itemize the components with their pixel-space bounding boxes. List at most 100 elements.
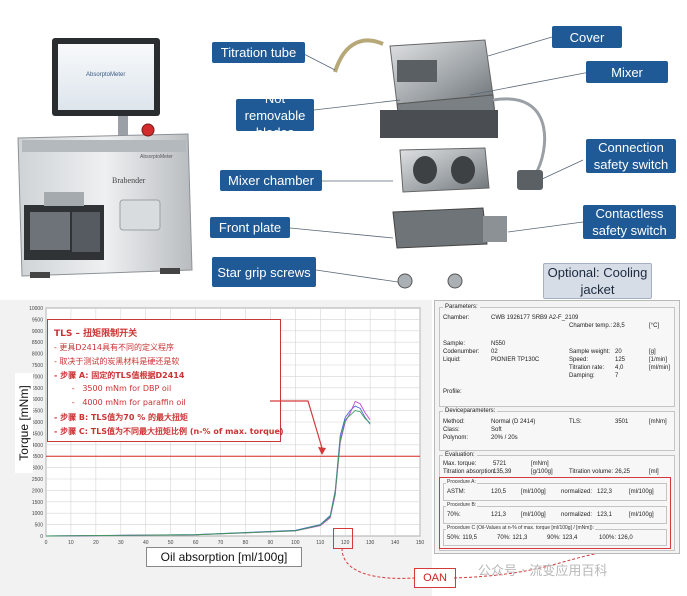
- procedure-c-value-70: 70%: 121,3: [497, 535, 528, 541]
- procedure-b-norm-unit: [ml/100g]: [629, 512, 654, 518]
- x-tick-label: 150: [416, 540, 425, 546]
- x-tick-label: 20: [93, 540, 99, 546]
- x-tick-label: 10: [68, 540, 74, 546]
- y-tick-label: 6500: [32, 386, 43, 392]
- titration-rate-label: Titration rate:: [569, 365, 605, 371]
- callout-front-plate: Front plate: [210, 217, 290, 238]
- x-tick-label: 80: [243, 540, 249, 546]
- watermark-text: 公众号 · 流变应用百科: [478, 564, 608, 579]
- callout-not-removable-blades: Not removable blades: [236, 91, 314, 140]
- callout-titration-tube: Titration tube: [212, 42, 305, 63]
- callout-star-grip-screws: Star grip screws: [212, 257, 316, 287]
- tls-note-line-6: - 步骤 B: TLS值为70 % 的最大扭矩: [54, 413, 189, 422]
- screen-brand-text: AbsorptoMeter: [86, 72, 126, 78]
- y-tick-label: 7000: [32, 374, 43, 380]
- chamber-temp-value: 28,5: [613, 323, 625, 329]
- oan-highlight-box: [333, 528, 353, 549]
- y-tick-label: 4000: [32, 443, 43, 449]
- procedure-a-norm-value: 122,3: [597, 489, 613, 495]
- tls-note-line-5: - 4000 mNm for paraffin oil: [54, 398, 186, 407]
- y-tick-label: 4500: [32, 431, 43, 437]
- tls-note-line-3: - 步骤 A: 固定的TLS值根据D2414: [54, 371, 185, 380]
- y-tick-label: 3000: [32, 466, 43, 472]
- procedure-a-norm-label: normalized:: [561, 489, 593, 495]
- max-torque-unit: [mNm]: [531, 461, 549, 467]
- speed-label: Speed:: [569, 357, 589, 363]
- tls-note-line-7: - 步骤 C: TLS值为不同最大扭矩比例 (n-% of max. torqu…: [54, 427, 284, 436]
- class-label: Class:: [443, 427, 460, 433]
- procedure-b-value: 121,3: [491, 512, 507, 518]
- callout-mixer: Mixer: [586, 61, 668, 83]
- y-tick-label: 2000: [32, 488, 43, 494]
- parameters-title: Parameters:: [443, 304, 480, 310]
- titration-rate-unit: [ml/min]: [649, 365, 670, 371]
- procedure-c-value-90: 90%: 123,4: [547, 535, 578, 541]
- callout-contactless-safety-switch: Contactless safety switch: [583, 205, 676, 239]
- x-axis-label: Oil absorption [ml/100g]: [146, 547, 302, 567]
- procedure-b-label: 70%:: [447, 512, 461, 518]
- callout-leader-lines: [289, 36, 591, 283]
- exploded-parts-view: [205, 0, 687, 298]
- chamber-temp-label: Chamber temp.:: [569, 323, 613, 329]
- method-value: Normal (D 2414): [491, 419, 536, 425]
- max-torque-label: Max. torque:: [443, 461, 477, 467]
- tls-unit: [mNm]: [649, 419, 667, 425]
- y-tick-label: 9000: [32, 329, 43, 335]
- titration-volume-value: 26,25: [615, 469, 631, 475]
- x-tick-label: 140: [391, 540, 400, 546]
- x-tick-label: 30: [118, 540, 124, 546]
- device-parameters-group: [439, 411, 675, 451]
- y-tick-label: 8500: [32, 340, 43, 346]
- chamber-value: CWB 1926177 SRB9 A2-F_2109: [491, 315, 579, 321]
- procedure-a-label: ASTM:: [447, 489, 466, 495]
- procedure-c-value-50: 50%: 119,5: [447, 535, 477, 541]
- polynom-label: Polynom:: [443, 435, 469, 441]
- callout-mixer-chamber: Mixer chamber: [220, 170, 322, 191]
- procedure-b-unit: [ml/100g]: [521, 512, 546, 518]
- polynom-value: 20% / 20s: [491, 435, 518, 441]
- y-tick-label: 5500: [32, 409, 43, 415]
- damping-label: Damping:: [569, 373, 595, 379]
- y-tick-label: 9500: [32, 317, 43, 323]
- parts-illustration: [333, 38, 547, 289]
- procedure-a-value: 120,5: [491, 489, 507, 495]
- damping-value: 7: [615, 373, 619, 379]
- callout-connection-safety-switch: Connection safety switch: [586, 139, 676, 173]
- device-parameters-title: Deviceparameters:: [443, 408, 498, 414]
- speed-value: 125: [615, 357, 626, 363]
- tls-value: 3501: [615, 419, 629, 425]
- y-tick-label: 1000: [32, 511, 43, 517]
- procedure-b-norm-label: normalized:: [561, 512, 593, 518]
- titration-rate-value: 4,0: [615, 365, 624, 371]
- callout-cover: Cover: [552, 26, 622, 48]
- y-tick-label: 5000: [32, 420, 43, 426]
- procedure-a-title: Procedure A:: [446, 479, 477, 485]
- liquid-label: Liquid:: [443, 357, 461, 363]
- tls-note-title: TLS – 扭矩限制开关: [54, 329, 138, 339]
- chamber-label: Chamber:: [443, 315, 470, 321]
- codenumber-label: Codenumber:: [443, 349, 480, 355]
- procedures-highlight: [439, 477, 671, 549]
- profile-label: Profile:: [443, 389, 462, 395]
- y-tick-label: 8000: [32, 352, 43, 358]
- instrument-illustration: [17, 38, 193, 278]
- procedure-b-norm-value: 123,1: [597, 512, 613, 518]
- x-tick-label: 110: [316, 540, 324, 546]
- x-tick-label: 40: [143, 540, 149, 546]
- sample-weight-value: 20: [615, 349, 622, 355]
- y-tick-label: 500: [35, 523, 44, 529]
- sample-weight-unit: [g]: [649, 349, 656, 355]
- brand-logo-text: Brabender: [112, 176, 146, 185]
- y-tick-label: 3500: [32, 454, 43, 460]
- y-tick-label: 6000: [32, 397, 43, 403]
- sample-value: N550: [491, 341, 506, 347]
- y-axis-label: Torque [mNm]: [15, 373, 33, 473]
- x-tick-label: 130: [366, 540, 375, 546]
- absorptometer-instrument: AbsorptoMeter AbsorptoMeter Brabender: [0, 0, 205, 298]
- evaluation-title: Evaluation:: [443, 452, 477, 458]
- procedure-a-unit: [ml/100g]: [521, 489, 546, 495]
- titration-absorption-label: Titration absorption:: [443, 469, 496, 475]
- x-tick-label: 120: [341, 540, 350, 546]
- tls-note-line-2: - 取决于测试的炭黑材料是硬还是软: [54, 357, 180, 366]
- tls-note-box: TLS – 扭矩限制开关 - 更具D2414具有不同的定义程序 - 取决于测试的…: [47, 319, 284, 442]
